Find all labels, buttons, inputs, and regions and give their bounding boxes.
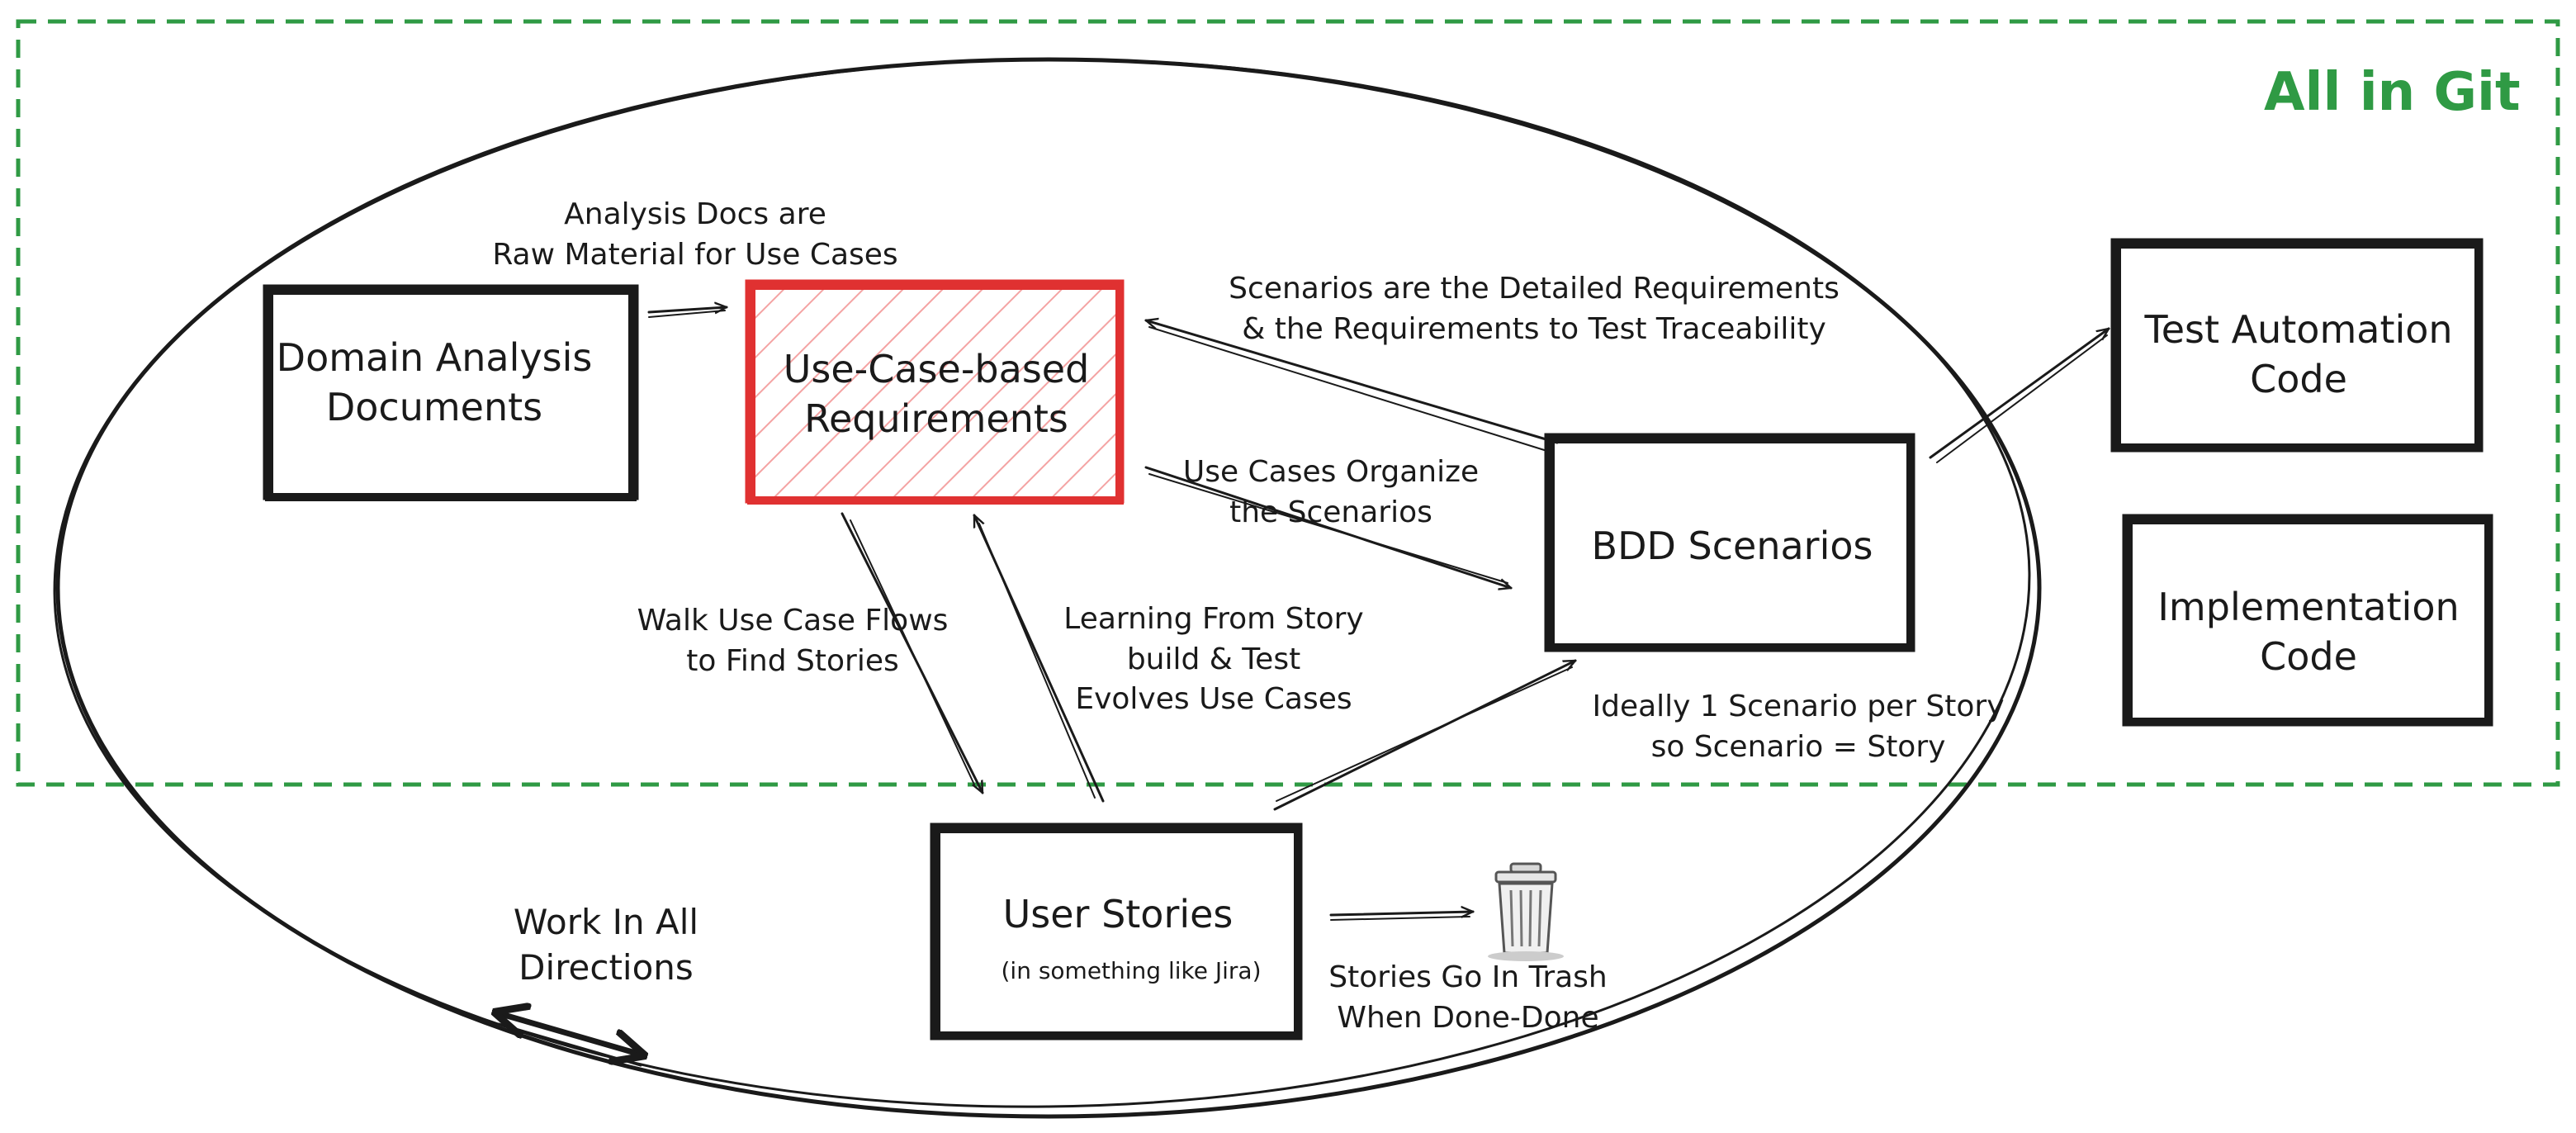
test-automation-box — [2110, 238, 2484, 453]
note-trash: Stories Go In Trash When Done-Done — [1328, 958, 1608, 1038]
use-case-requirements-line2: Requirements — [804, 396, 1068, 441]
note-walk-flows: Walk Use Case Flows to Find Stories — [637, 601, 949, 681]
note-analysis-docs-line1: Analysis Docs are — [564, 197, 826, 231]
note-analysis-docs: Analysis Docs are Raw Material for Use C… — [492, 195, 897, 275]
arrow-stories-to-bdd — [1273, 659, 1575, 811]
git-frame-label: All in Git — [2264, 62, 2521, 123]
note-trash-line1: Stories Go In Trash — [1328, 960, 1608, 994]
note-scenarios-detail: Scenarios are the Detailed Requirements … — [1229, 269, 1840, 349]
note-ideally-line2: so Scenario = Story — [1650, 729, 1946, 764]
trash-can-icon — [1488, 862, 1564, 961]
use-case-requirements-box — [745, 279, 1125, 505]
test-automation-label: Test Automation Code — [2144, 306, 2452, 405]
implementation-line1: Implementation — [2157, 585, 2460, 629]
domain-analysis-label: Domain Analysis Documents — [277, 334, 593, 433]
arrow-bdd-to-test-automation — [1929, 329, 2109, 459]
implementation-line2: Code — [2260, 633, 2357, 679]
use-case-requirements-fill — [751, 286, 1120, 500]
note-scenarios-detail-line2: & the Requirements to Test Traceability — [1242, 311, 1826, 346]
implementation-box — [2122, 514, 2493, 727]
user-stories-sublabel: (in something like Jira) — [1001, 957, 1262, 984]
note-ideally: Ideally 1 Scenario per Story so Scenario… — [1592, 687, 2004, 767]
note-use-cases-organize: Use Cases Organize the Scenarios — [1183, 453, 1479, 533]
implementation-label: Implementation Code — [2157, 583, 2459, 682]
note-work-all: Work In All Directions — [514, 900, 698, 990]
bdd-scenarios-label: BDD Scenarios — [1591, 524, 1873, 568]
note-walk-flows-line2: to Find Stories — [686, 643, 899, 678]
note-walk-flows-line1: Walk Use Case Flows — [637, 604, 949, 638]
work-cycle-loop — [53, 57, 2042, 1119]
note-ideally-line1: Ideally 1 Scenario per Story — [1592, 690, 2005, 723]
bdd-scenarios-box — [1544, 433, 1915, 652]
arrow-domain-to-usecase — [647, 307, 727, 312]
git-frame — [16, 19, 2560, 787]
domain-analysis-line2: Documents — [325, 384, 543, 429]
arrow-stories-to-trash — [1329, 912, 1473, 915]
user-stories-label: User Stories — [1002, 892, 1234, 936]
use-case-requirements-line1: Use-Case-based — [783, 347, 1090, 391]
note-use-cases-organize-line2: the Scenarios — [1229, 495, 1432, 529]
domain-analysis-box — [263, 284, 639, 501]
note-scenarios-detail-line1: Scenarios are the Detailed Requirements — [1229, 272, 1840, 306]
note-use-cases-organize-line1: Use Cases Organize — [1182, 455, 1480, 489]
test-automation-line1: Test Automation — [2144, 307, 2453, 352]
note-trash-line2: When Done-Done — [1337, 1000, 1599, 1035]
note-work-all-line2: Directions — [519, 946, 694, 988]
note-work-all-line1: Work In All — [513, 902, 699, 942]
note-learning-line1: Learning From Story — [1063, 602, 1364, 636]
use-case-requirements-label: Use-Case-based Requirements — [784, 345, 1090, 444]
note-analysis-docs-line2: Raw Material for Use Cases — [492, 237, 898, 272]
test-automation-line2: Code — [2250, 356, 2347, 401]
note-learning: Learning From Story build & Test Evolves… — [1063, 600, 1363, 720]
note-learning-line2: build & Test — [1126, 642, 1301, 676]
arrow-bdd-to-usecase — [1146, 320, 1559, 444]
work-all-directions-arrow — [495, 1012, 644, 1067]
note-learning-line3: Evolves Use Cases — [1075, 682, 1352, 717]
domain-analysis-line1: Domain Analysis — [276, 335, 593, 380]
user-stories-box — [930, 822, 1303, 1041]
